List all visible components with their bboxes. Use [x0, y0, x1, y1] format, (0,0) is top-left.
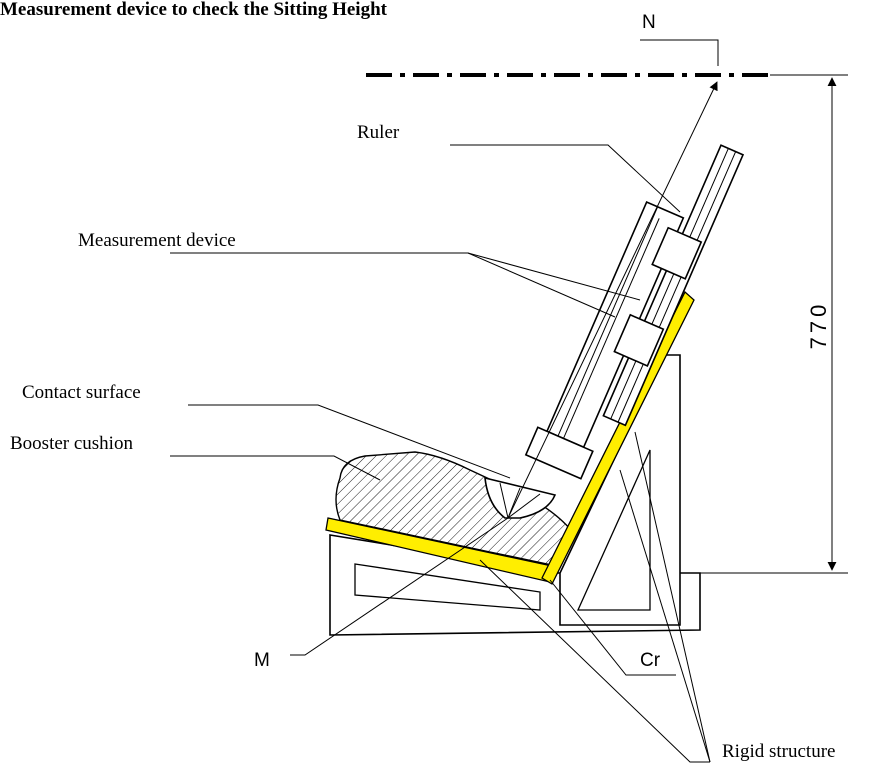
point-n-label: N [642, 12, 656, 33]
contact-fan [484, 476, 557, 519]
back-support-cutout [576, 449, 651, 611]
rigid-structure-leader-3 [619, 469, 711, 763]
diagram-title: Measurement device to check the Sitting … [0, 0, 388, 20]
point-n-leader [640, 39, 719, 66]
contact-surface-leader [188, 404, 511, 479]
slider-upper [651, 226, 703, 280]
dimension-value: 770 [806, 301, 831, 350]
ruler-leader [450, 144, 681, 213]
rigid-structure-leader-1 [479, 559, 710, 763]
device-head [524, 426, 594, 480]
point-m-leader [290, 517, 509, 656]
ruler-label: Ruler [357, 122, 400, 143]
measurement-device [524, 200, 703, 480]
booster-cushion-label: Booster cushion [10, 433, 133, 454]
seat-base-cutout [354, 563, 541, 611]
slider-lower [613, 313, 665, 367]
measurement-device-label: Measurement device [78, 230, 236, 251]
point-cr-leader [549, 579, 676, 676]
measurement-device-leader-2 [467, 252, 616, 318]
point-cr-label: Cr [640, 650, 661, 671]
booster-cushion-leader [170, 455, 381, 481]
measurement-device-leader-1 [170, 252, 641, 301]
rigid-structure-leader-2 [634, 431, 711, 763]
measurement-axis-arrow [507, 81, 718, 519]
rigid-structure-label: Rigid structure [722, 741, 835, 762]
contact-surface-label: Contact surface [22, 382, 141, 403]
point-m-label: M [254, 650, 270, 671]
